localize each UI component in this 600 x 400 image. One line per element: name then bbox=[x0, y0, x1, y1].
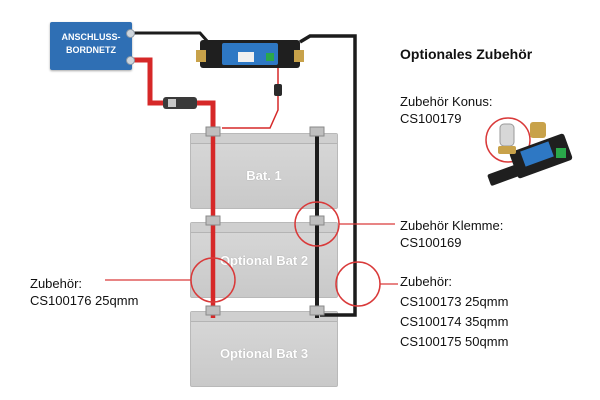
shunt-sense-wire bbox=[222, 66, 279, 129]
accessory-klemme-label: Zubehör Klemme: CS100169 bbox=[400, 217, 503, 251]
accessory-konus-code: CS100179 bbox=[400, 111, 462, 126]
battery-3: Optional Bat 3 bbox=[190, 311, 338, 387]
optional-accessories-title: Optionales Zubehör bbox=[400, 46, 533, 62]
accessory-cable-left-title: Zubehör: bbox=[30, 276, 83, 291]
accessory-cable-right-label: Zubehör: CS100173 25qmm CS100174 35qmm C… bbox=[400, 272, 508, 352]
battery-terminals bbox=[205, 126, 325, 316]
accessory-cable-left-label: Zubehör: CS100176 25qmm bbox=[30, 275, 138, 309]
accessory-klemme-code: CS100169 bbox=[400, 235, 462, 250]
connection-box-bordnetz: ANSCHLUSS- BORDNETZ bbox=[50, 22, 135, 70]
battery-lid bbox=[191, 312, 337, 322]
accessory-cable-right-title: Zubehör: bbox=[400, 274, 453, 289]
battery-lid bbox=[191, 134, 337, 144]
accessory-klemme-title: Zubehör Klemme: bbox=[400, 218, 504, 233]
connection-box-label-line1: ANSCHLUSS- bbox=[61, 32, 121, 42]
highlight-circle-cable-right bbox=[335, 261, 381, 307]
accessory-cable-right-item: CS100175 50qmm bbox=[400, 334, 509, 349]
positive-cable bbox=[132, 57, 165, 106]
negative-cable-right bbox=[299, 34, 357, 317]
accessory-konus-illustration bbox=[487, 122, 573, 186]
battery-2: Optional Bat 2 bbox=[190, 222, 338, 298]
negative-cable-box-to-shunt bbox=[132, 31, 210, 43]
battery-lid bbox=[191, 223, 337, 233]
battery-3-label: Optional Bat 3 bbox=[219, 346, 309, 361]
terminal-screw-negative bbox=[126, 29, 135, 38]
highlight-circle-konus bbox=[485, 117, 531, 163]
accessory-konus-title: Zubehör Konus: bbox=[400, 94, 493, 109]
fuse-holder bbox=[168, 99, 176, 107]
accessory-konus-label: Zubehör Konus: CS100179 bbox=[400, 93, 493, 127]
accessory-cable-left-code: CS100176 25qmm bbox=[30, 293, 139, 308]
accessory-cable-right-item: CS100173 25qmm bbox=[400, 294, 509, 309]
smartshunt-device bbox=[196, 40, 304, 68]
battery-2-label: Optional Bat 2 bbox=[219, 253, 309, 268]
sense-fuse bbox=[274, 84, 282, 96]
accessory-cable-right-item: CS100174 35qmm bbox=[400, 314, 509, 329]
terminal-screw-positive bbox=[126, 56, 135, 65]
battery-1-label: Bat. 1 bbox=[246, 168, 282, 183]
positive-cable-fuse-to-bat bbox=[197, 100, 216, 135]
connection-box-label-line2: BORDNETZ bbox=[66, 45, 116, 55]
